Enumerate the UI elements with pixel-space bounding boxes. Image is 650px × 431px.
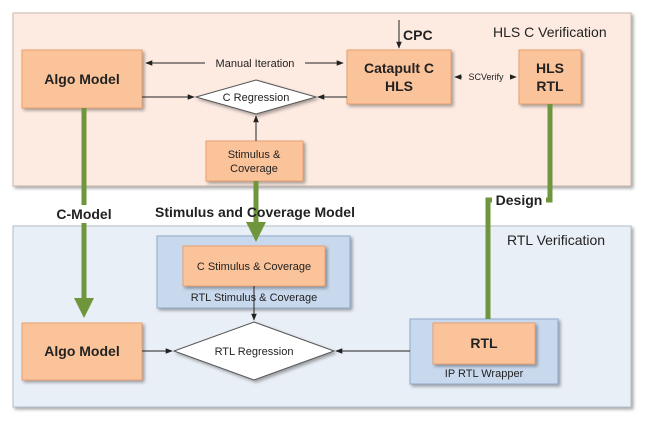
design-label: Design: [496, 192, 543, 208]
stimulus-coverage-line1: Stimulus &: [228, 149, 281, 161]
algo-model-top-node: Algo Model: [21, 49, 143, 109]
c-stimulus-coverage-label: C Stimulus & Coverage: [197, 261, 311, 273]
c-model-label: C-Model: [56, 206, 111, 222]
catapult-label-line1: Catapult C: [364, 60, 434, 76]
rtl-label: RTL: [470, 335, 498, 351]
stimulus-coverage-line2: Coverage: [230, 163, 278, 175]
stimulus-coverage-node: Stimulus & Coverage: [205, 140, 304, 182]
manual-iteration-label-bg: [205, 55, 305, 71]
scverify-label-bg: [462, 70, 510, 83]
ip-rtl-wrapper-label: IP RTL Wrapper: [445, 368, 524, 380]
cpc-label: CPC: [403, 27, 433, 43]
c-model-label-bg: [48, 205, 120, 223]
manual-iteration-label: Manual Iteration: [216, 58, 295, 70]
algo-model-top-label: Algo Model: [44, 71, 119, 87]
rtl-regression-label: RTL Regression: [215, 346, 294, 358]
rtl-regression-node: RTL Regression: [172, 321, 336, 381]
catapult-hls-node: Catapult C HLS: [346, 49, 452, 105]
c-stimulus-coverage-node: C Stimulus & Coverage: [182, 245, 326, 287]
hls-rtl-node: HLS RTL: [518, 49, 582, 105]
catapult-label-line2: HLS: [385, 78, 413, 94]
algo-model-bottom-label: Algo Model: [44, 343, 119, 359]
algo-model-bottom-node: Algo Model: [21, 322, 143, 381]
c-regression-label: C Regression: [223, 92, 290, 104]
scverify-label: SCVerify: [468, 72, 504, 82]
design-label-bg: [492, 192, 546, 209]
c-regression-node: C Regression: [194, 79, 318, 115]
hls-rtl-label-line2: RTL: [536, 78, 564, 94]
stimulus-model-label: Stimulus and Coverage Model: [155, 204, 355, 220]
rtl-section-title: RTL Verification: [507, 232, 605, 248]
hls-rtl-label-line1: HLS: [536, 60, 564, 76]
rtl-node: RTL: [432, 322, 536, 365]
hls-section-title: HLS C Verification: [493, 24, 607, 40]
